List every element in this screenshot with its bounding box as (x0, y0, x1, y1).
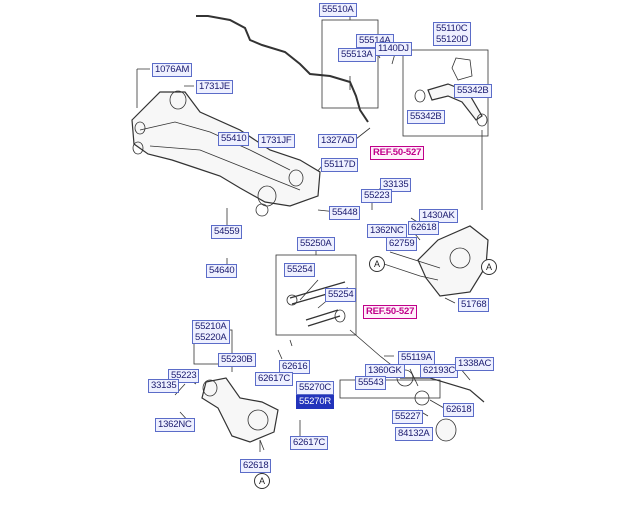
part-label-55342B: 55342B (407, 110, 445, 124)
part-label-55510A: 55510A (319, 3, 357, 17)
part-label-62759: 62759 (386, 237, 418, 251)
part-label-62618: 62618 (408, 221, 440, 235)
stabilizer-bar (196, 15, 369, 123)
part-label-55342B: 55342B (454, 84, 492, 98)
part-label-1362NC: 1362NC (367, 224, 407, 238)
part-label-62193C: 62193C (420, 364, 459, 378)
part-label-1338AC: 1338AC (455, 357, 495, 371)
part-label-33135: 33135 (148, 379, 180, 393)
callout-a: A (254, 473, 270, 489)
part-label-54559: 54559 (211, 225, 243, 239)
part-label-1140DJ: 1140DJ (375, 42, 412, 56)
part-label-55120D: 55120D (436, 34, 469, 45)
part-label-1731JF: 1731JF (258, 134, 295, 148)
part-label-55230B: 55230B (218, 353, 256, 367)
part-label-62616: 62616 (279, 360, 311, 374)
rear-knuckle (417, 225, 489, 297)
part-label-1327AD: 1327AD (318, 134, 358, 148)
part-label-62618: 62618 (443, 403, 475, 417)
callout-a: A (481, 259, 497, 275)
part-label-62618: 62618 (240, 459, 272, 473)
callout-a: A (369, 256, 385, 272)
group-box-trailing (339, 379, 441, 399)
crossmember (131, 91, 321, 207)
lateral-arm (289, 281, 349, 327)
part-label-55110C: 55110C (436, 23, 468, 34)
part-label-55513A: 55513A (338, 48, 376, 62)
part-label-55448: 55448 (329, 206, 361, 220)
part-label-55117D: 55117D (321, 158, 359, 172)
part-label-62617C: 62617C (290, 436, 329, 450)
part-label-55119A: 55119A (398, 351, 435, 365)
part-label-55220A: 55220A (195, 332, 227, 343)
trailing-arm (400, 377, 485, 403)
part-label-55543: 55543 (355, 376, 387, 390)
part-label-pair-55270C: 55270C 55270R (295, 380, 335, 409)
part-label-55254: 55254 (284, 263, 316, 277)
part-label-33135: 33135 (380, 178, 412, 192)
part-label-55410: 55410 (218, 132, 250, 146)
reference-label[interactable]: REF.50-527 (363, 305, 418, 319)
part-label-1076AM: 1076AM (152, 63, 193, 77)
part-label-62617C: 62617C (255, 372, 294, 386)
part-label-1731JE: 1731JE (196, 80, 234, 94)
part-label-pair-55110C: 55110C 55120D (433, 22, 472, 46)
part-label-55250A: 55250A (297, 237, 335, 251)
part-label-55270C: 55270C (296, 381, 335, 395)
lower-control-arm (201, 377, 279, 443)
part-label-51768: 51768 (458, 298, 490, 312)
part-label-55210A: 55210A (195, 321, 227, 332)
part-label-pair-55210A: 55210A 55220A (192, 320, 230, 344)
part-label-55223: 55223 (361, 189, 393, 203)
part-label-54640: 54640 (206, 264, 238, 278)
part-label-55227: 55227 (392, 410, 424, 424)
part-label-84132A: 84132A (395, 427, 433, 441)
reference-label[interactable]: REF.50-527 (370, 146, 425, 160)
part-label-55254: 55254 (325, 288, 357, 302)
part-label-55270R: 55270R (296, 395, 335, 409)
part-label-1362NC: 1362NC (155, 418, 195, 432)
